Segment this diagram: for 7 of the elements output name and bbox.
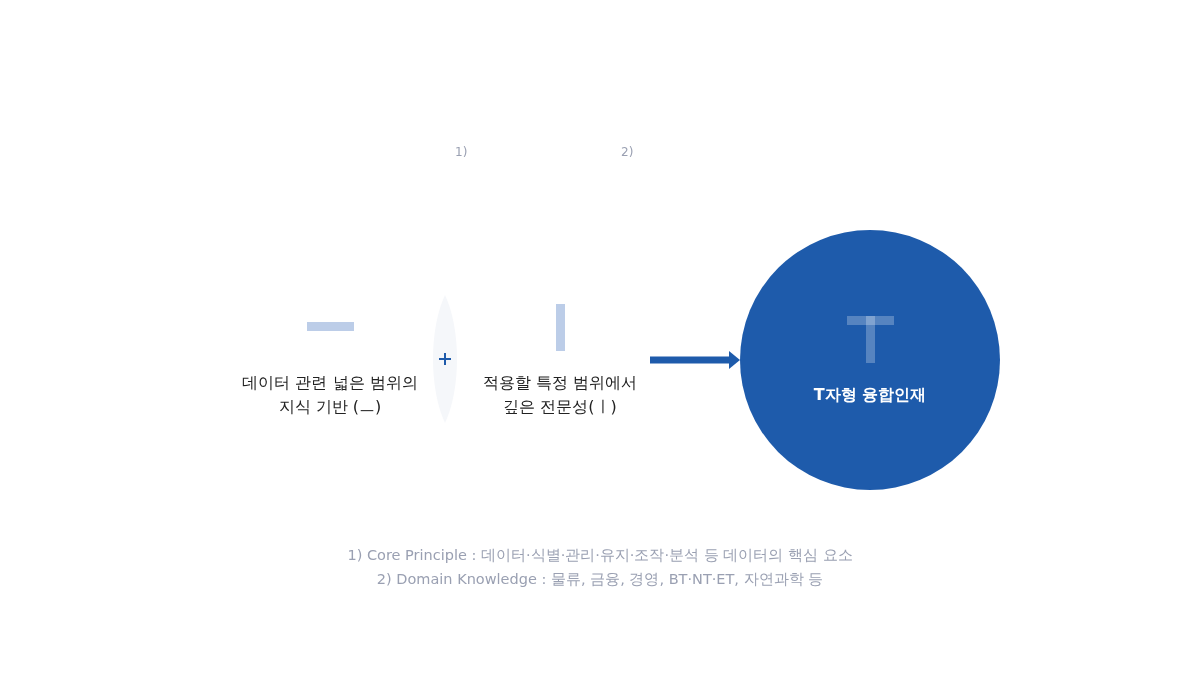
footnote: 1) Core Principle : 데이터·식별·관리·유지·조작·분석 등 데이터의 핵심 요소	[347, 546, 853, 565]
footnote-mark: 1)	[455, 144, 468, 160]
node-label: T자형 융합인재	[812, 384, 928, 406]
footnote: 2) Domain Knowledge : 물류, 금융, 경영, BT·NT·ET, 자연과학 등	[376, 570, 824, 589]
node-label: 데이터 관련 넓은 범위의 지식 기반 (ㅡ)	[241, 372, 419, 418]
footnote-mark: 2)	[621, 144, 634, 160]
node-label: 적용할 특정 범위에서 깊은 전문성(ㅣ)	[481, 372, 639, 418]
